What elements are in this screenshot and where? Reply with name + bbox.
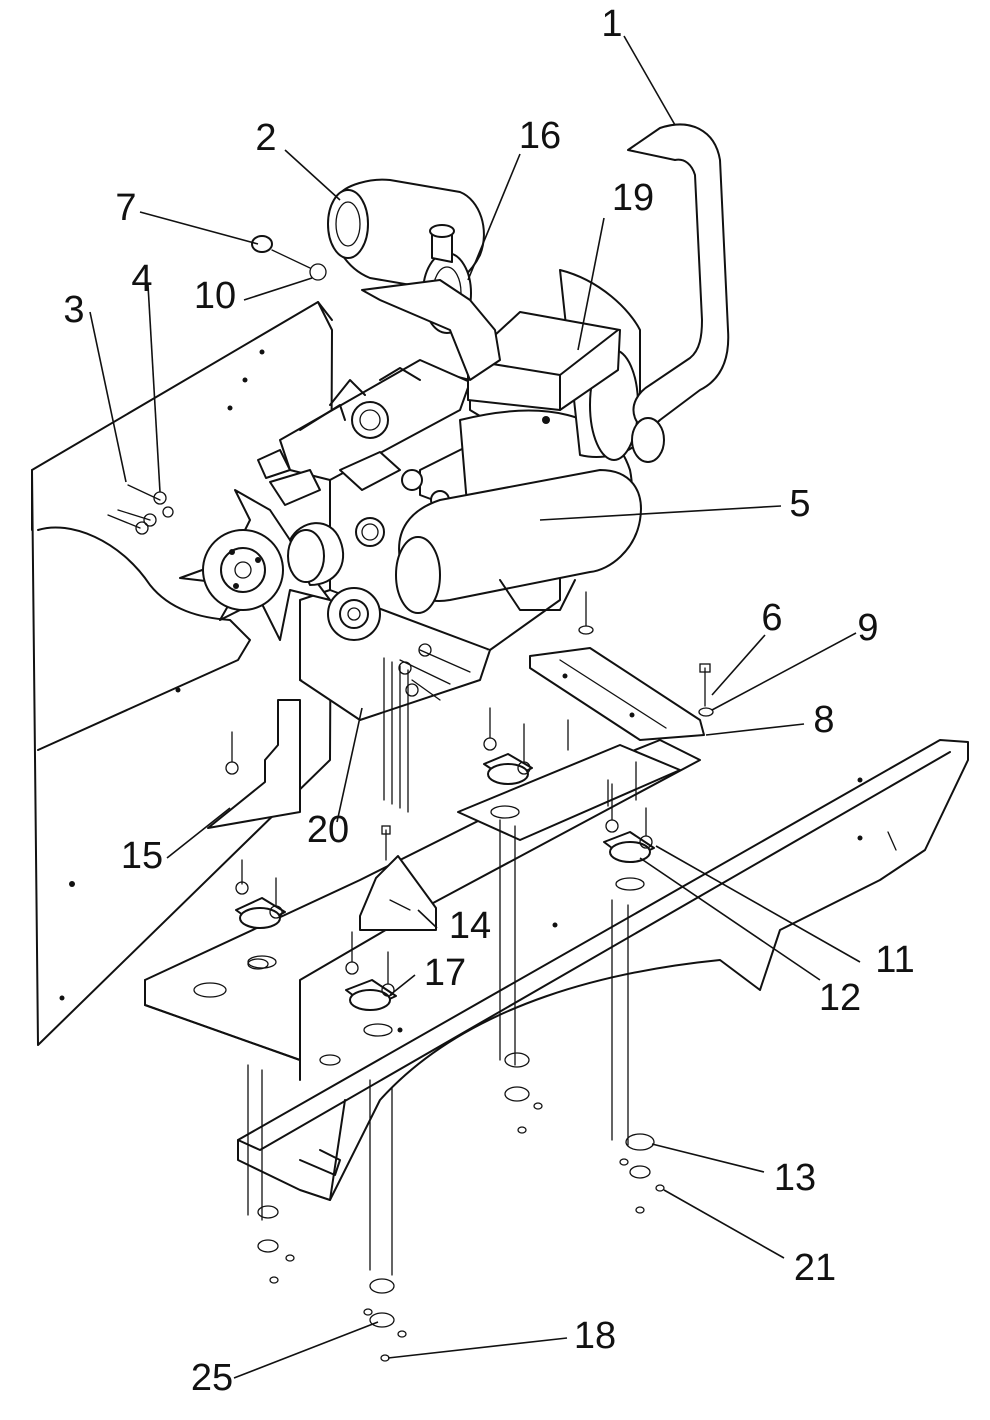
callout-19: 19 bbox=[612, 177, 654, 219]
bottom-hardware bbox=[257, 1052, 665, 1362]
right-side-rail bbox=[237, 739, 969, 1201]
callout-3: 3 bbox=[63, 289, 84, 331]
callout-11: 11 bbox=[875, 939, 914, 981]
generator-housing bbox=[395, 269, 642, 614]
callout-5: 5 bbox=[789, 483, 810, 525]
lower-brackets bbox=[207, 699, 437, 931]
callout-9: 9 bbox=[857, 607, 878, 649]
leader-lines bbox=[89, 35, 861, 1379]
control-box bbox=[467, 311, 621, 424]
callout-17: 17 bbox=[424, 952, 466, 994]
right-support-bracket bbox=[529, 647, 705, 741]
callout-labels: 1 2 3 4 5 6 7 8 9 10 11 12 13 14 15 16 1… bbox=[63, 3, 914, 1399]
callout-18: 18 bbox=[574, 1315, 616, 1357]
callout-12: 12 bbox=[819, 977, 861, 1019]
callout-14: 14 bbox=[449, 905, 491, 947]
callout-15: 15 bbox=[121, 835, 163, 877]
engine-mounts bbox=[225, 707, 655, 1011]
callout-1: 1 bbox=[601, 3, 622, 45]
fasteners bbox=[107, 235, 714, 861]
callout-25: 25 bbox=[191, 1357, 233, 1399]
callout-20: 20 bbox=[307, 809, 349, 851]
callout-6: 6 bbox=[761, 597, 782, 639]
frame-uprights bbox=[247, 819, 629, 1276]
fan-and-pulleys bbox=[179, 489, 381, 641]
exhaust-pipe bbox=[627, 123, 730, 463]
callout-16: 16 bbox=[519, 115, 561, 157]
callout-10: 10 bbox=[194, 275, 236, 317]
callout-21: 21 bbox=[794, 1247, 836, 1289]
callout-2: 2 bbox=[255, 117, 276, 159]
callout-13: 13 bbox=[774, 1157, 816, 1199]
callout-7: 7 bbox=[115, 187, 136, 229]
callout-4: 4 bbox=[131, 258, 152, 300]
callout-8: 8 bbox=[813, 699, 834, 741]
air-filter bbox=[327, 178, 501, 381]
